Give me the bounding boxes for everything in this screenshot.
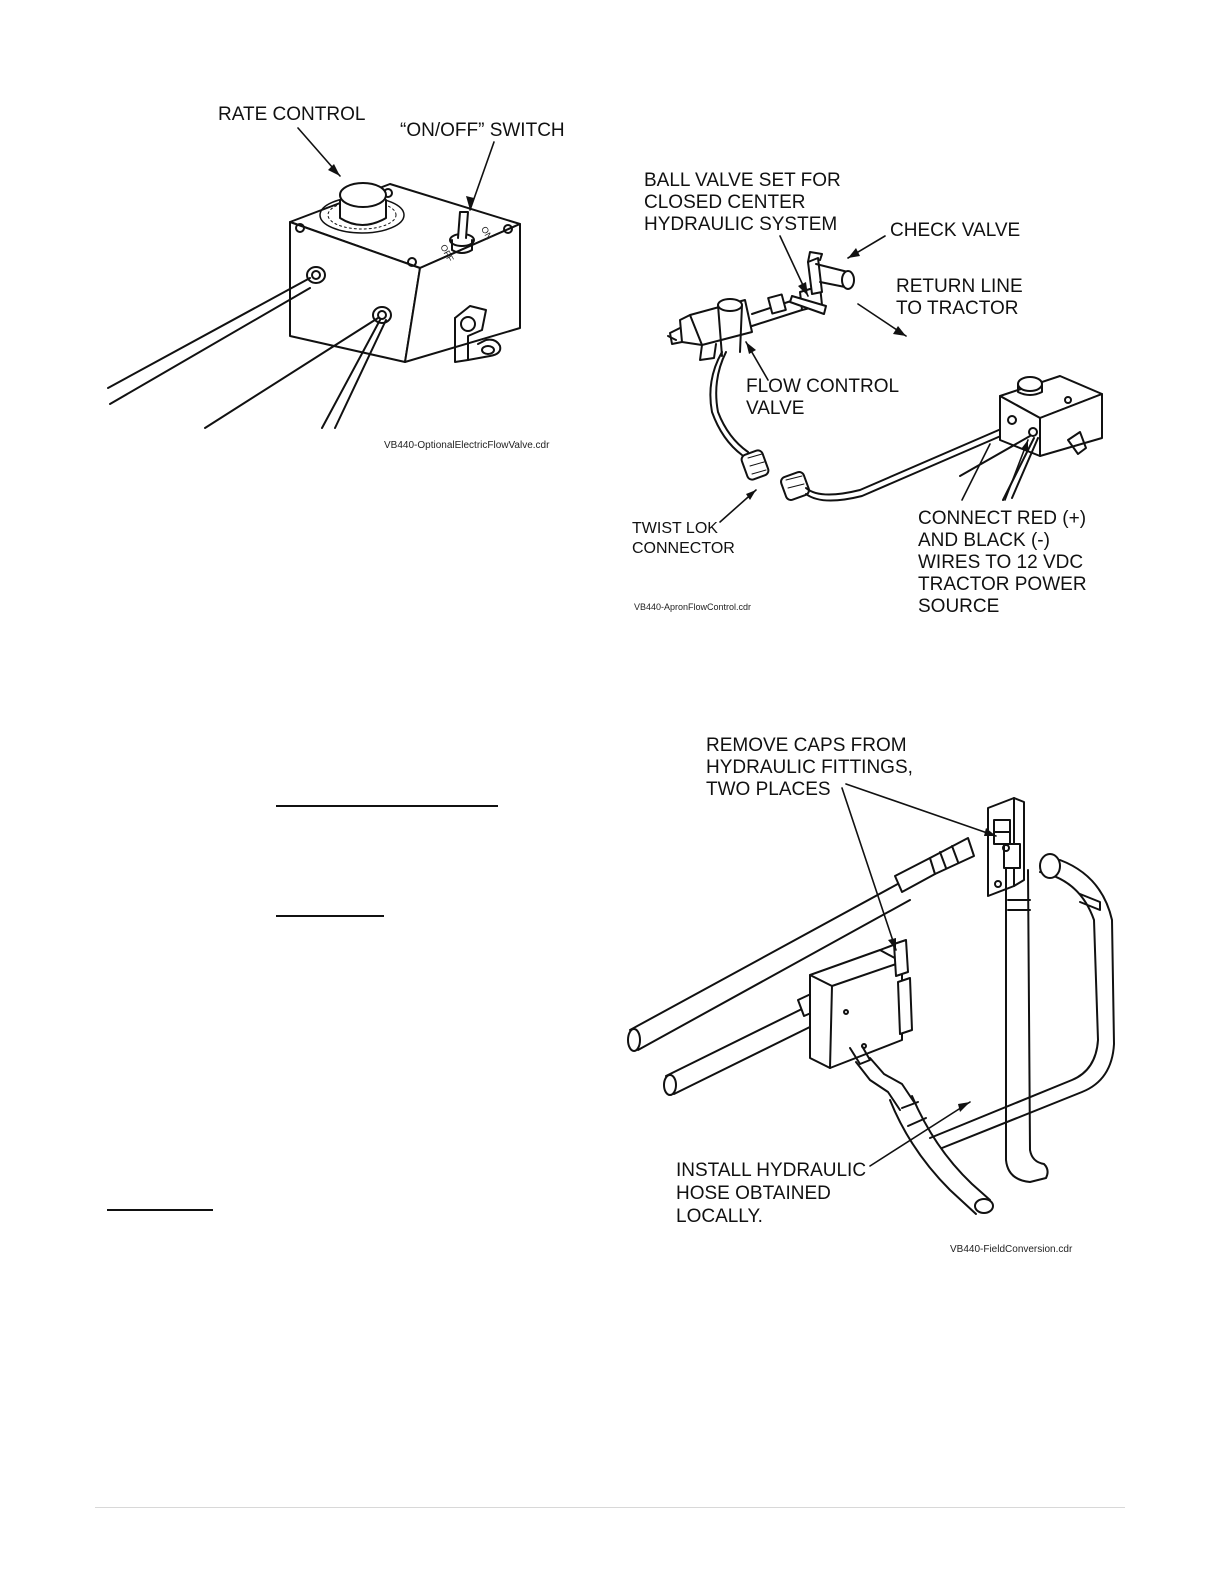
twist-lok-line-2: CONNECTOR [632,540,735,557]
figure3-filename: VB440-FieldConversion.cdr [950,1244,1073,1255]
return-line-line-2: TO TRACTOR [896,298,1019,319]
twist-lok-line-1: TWIST LOK [632,520,718,537]
flow-valve-illustration [667,251,1103,502]
ball-valve-line-1: BALL VALVE SET FOR [644,170,841,191]
return-line-line-1: RETURN LINE [896,276,1023,297]
underline-rule-2 [276,915,384,917]
install-hose-line-1: INSTALL HYDRAULIC [676,1160,867,1181]
remove-caps-line-1: REMOVE CAPS FROM [706,735,907,756]
underline-rule-1 [276,805,498,807]
check-valve-label: CHECK VALVE [890,220,1021,241]
remove-caps-line-3: TWO PLACES [706,779,831,800]
footer-divider [95,1507,1125,1508]
connect-wires-line-2: AND BLACK (-) [918,530,1050,551]
field-conversion-illustration [627,797,1115,1215]
ball-valve-line-2: CLOSED CENTER [644,192,806,213]
connect-wires-line-1: CONNECT RED (+) [918,508,1087,529]
arrowheads [328,164,1028,1112]
install-hose-line-2: HOSE OBTAINED [676,1183,831,1204]
install-hose-line-3: LOCALLY. [676,1206,763,1227]
flow-control-line-1: FLOW CONTROL [746,376,900,397]
ball-valve-line-3: HYDRAULIC SYSTEM [644,214,838,235]
underline-rule-3 [107,1209,213,1211]
figure1-filename: VB440-OptionalElectricFlowValve.cdr [384,440,550,451]
connect-wires-line-4: TRACTOR POWER [918,574,1087,595]
flow-control-line-2: VALVE [746,398,805,419]
connect-wires-line-5: SOURCE [918,596,1000,617]
figure2-filename: VB440-ApronFlowControl.cdr [634,602,752,612]
remove-caps-line-2: HYDRAULIC FITTINGS, [706,757,913,778]
on-off-switch-label: “ON/OFF” SWITCH [400,120,565,141]
control-box-illustration [107,182,521,429]
connect-wires-line-3: WIRES TO 12 VDC [918,552,1084,573]
rate-control-label: RATE CONTROL [218,104,366,125]
